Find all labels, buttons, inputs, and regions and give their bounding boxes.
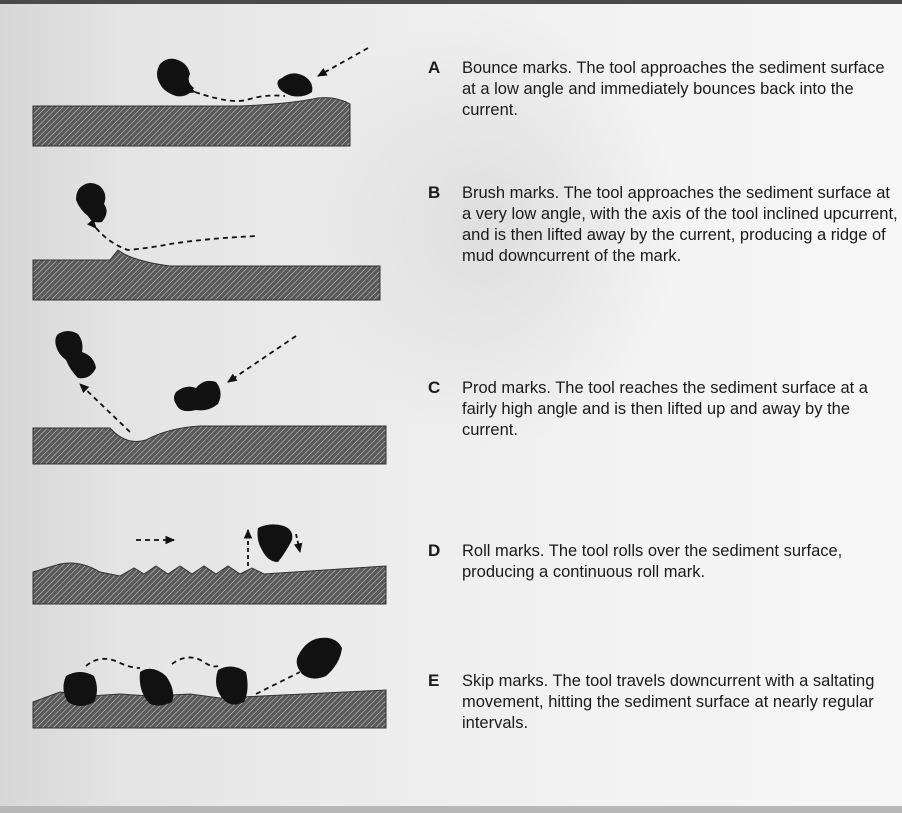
tool-e4 xyxy=(297,638,342,679)
arrow-a xyxy=(318,48,368,76)
panel-description: Skip marks. The tool travels downcurrent… xyxy=(462,671,902,734)
path-c xyxy=(80,384,130,432)
sediment-bed-a xyxy=(33,98,350,146)
panel-letter: D xyxy=(428,541,440,561)
panel-description: Brush marks. The tool approaches the sed… xyxy=(462,183,902,267)
panel-description: Roll marks. The tool rolls over the sedi… xyxy=(462,541,902,583)
sediment-bed-c xyxy=(33,426,386,464)
panel-letter: A xyxy=(428,58,440,78)
tool-a1 xyxy=(157,59,194,97)
sketch-roll xyxy=(33,524,386,604)
path-e2 xyxy=(172,657,218,666)
tool-c2 xyxy=(174,381,221,411)
tool-e1 xyxy=(63,672,97,706)
path-a xyxy=(195,92,285,101)
path-d3 xyxy=(296,534,300,552)
path-e1 xyxy=(86,659,140,668)
arrow-c xyxy=(228,336,296,382)
sketch-skip xyxy=(33,638,386,728)
path-e3 xyxy=(256,672,300,694)
tool-d xyxy=(258,524,293,562)
tool-b xyxy=(76,183,107,222)
sketch-brush xyxy=(33,183,380,300)
sketch-bounce xyxy=(33,48,368,146)
panel-letter: E xyxy=(428,671,439,691)
path-b xyxy=(96,228,258,250)
tool-c1 xyxy=(55,331,96,378)
panel-letter: B xyxy=(428,183,440,203)
panel-description: Bounce marks. The tool approaches the se… xyxy=(462,58,902,121)
panel-description: Prod marks. The tool reaches the sedimen… xyxy=(462,378,902,441)
sketch-prod xyxy=(33,331,386,464)
sediment-bed-b xyxy=(33,250,380,300)
tool-a2 xyxy=(278,73,313,96)
panel-letter: C xyxy=(428,378,440,398)
sediment-bed-d xyxy=(33,563,386,604)
